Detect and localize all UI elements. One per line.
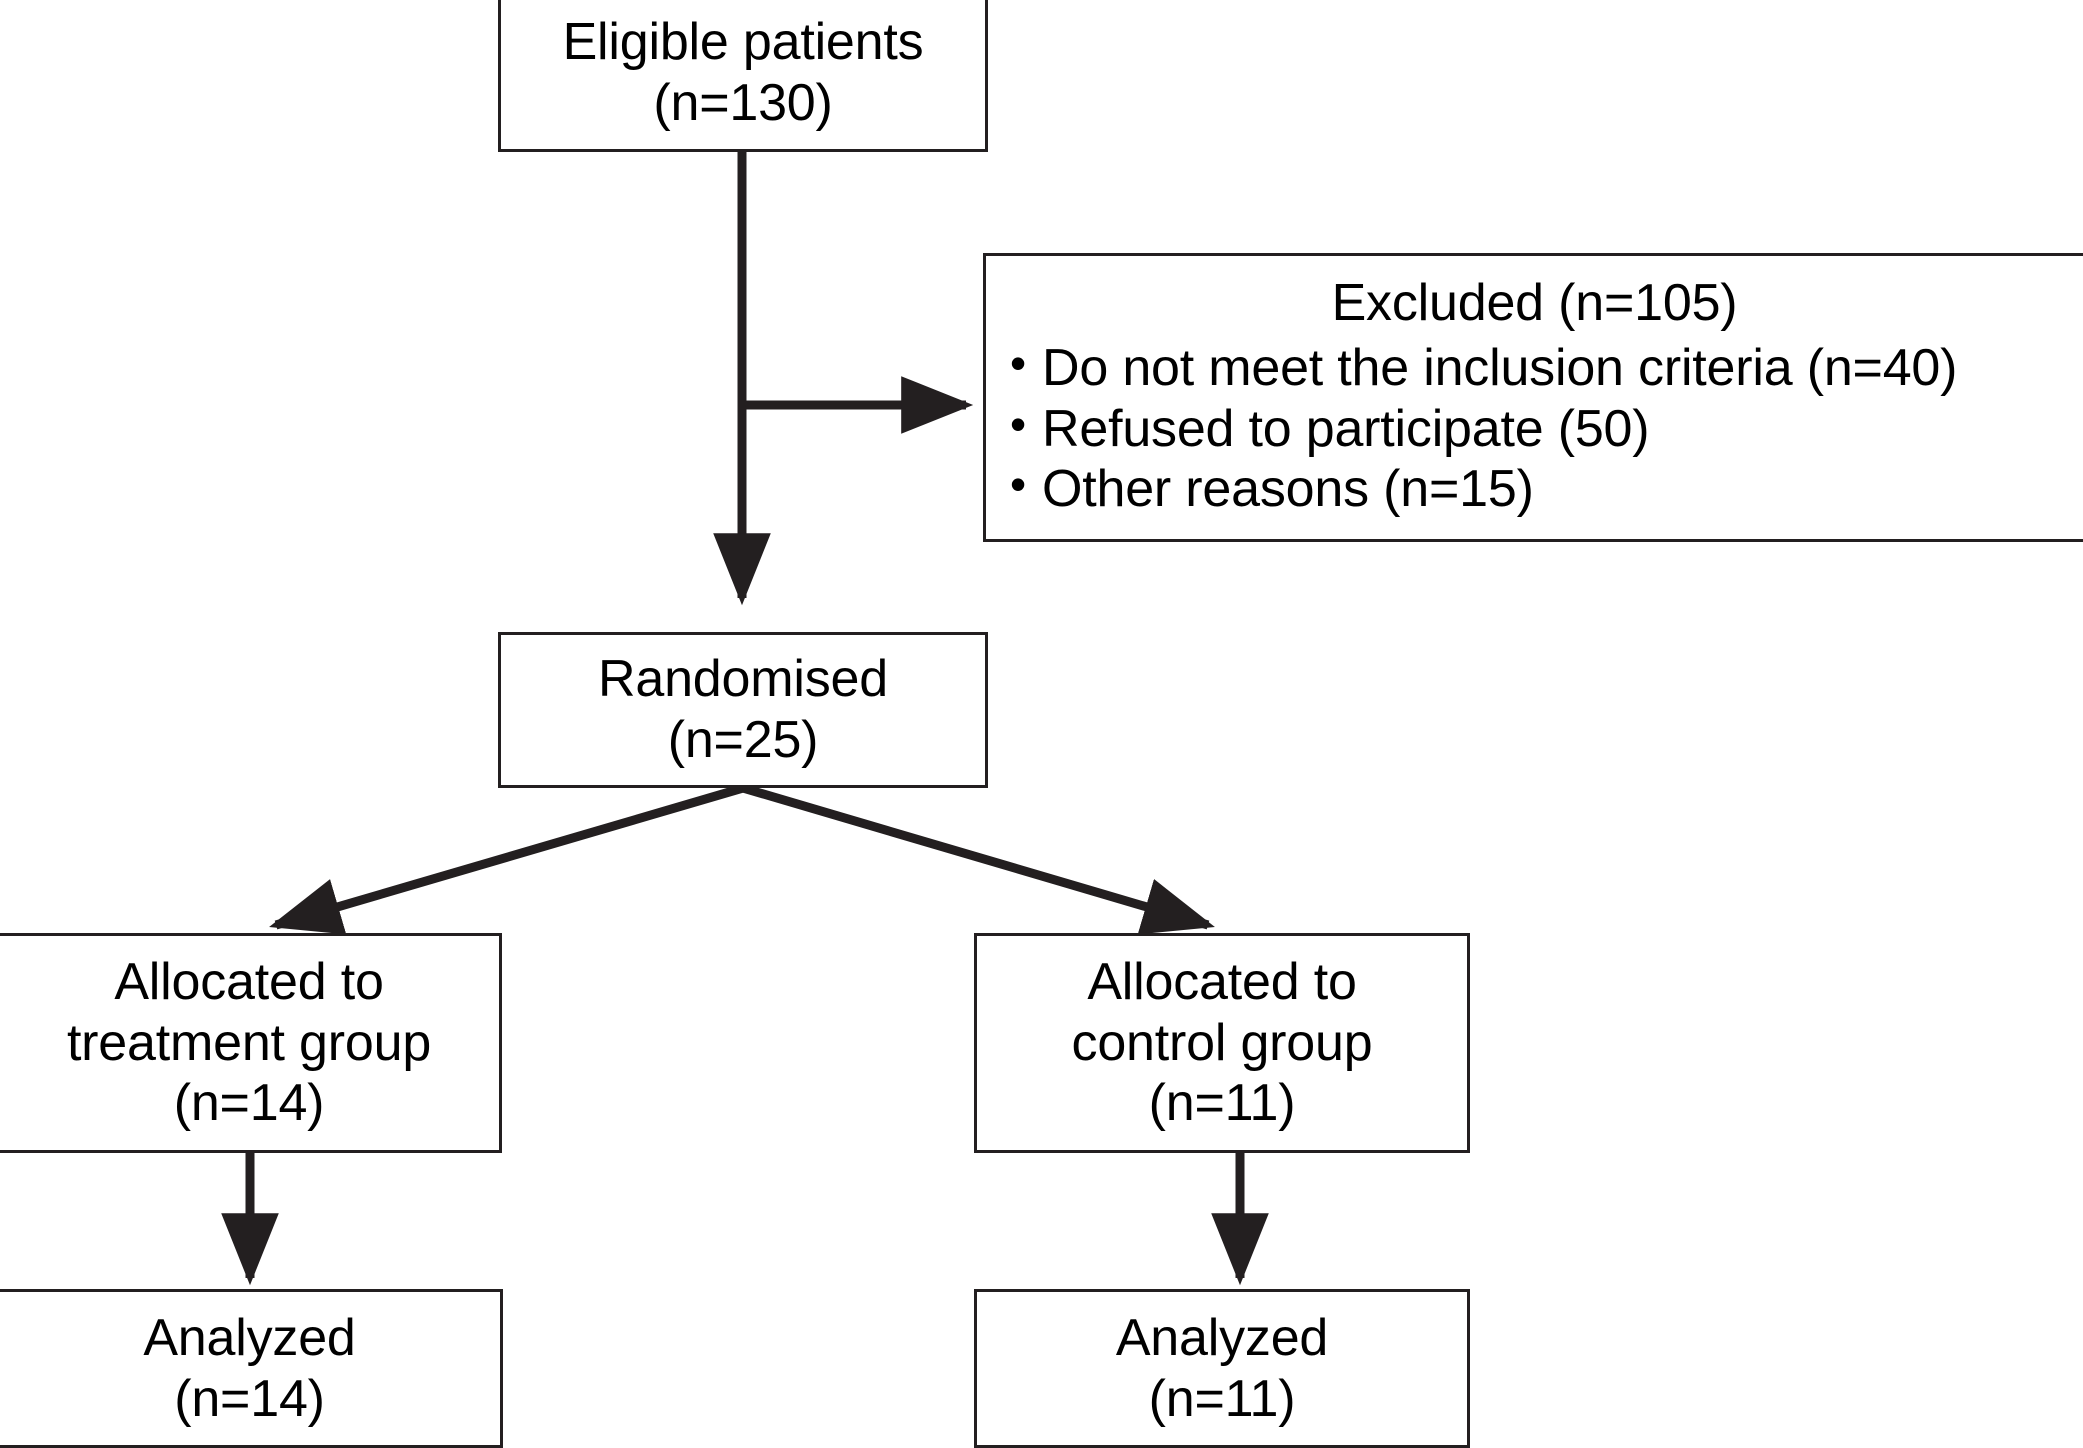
node-analyzed-control-line2: (n=11): [1148, 1369, 1296, 1428]
node-allocated-control-line2: control group: [1071, 1013, 1373, 1072]
node-excluded-heading: Excluded (n=105): [1331, 273, 1738, 332]
node-allocated-control-line1: Allocated to: [1087, 952, 1357, 1011]
node-allocated-control-line3: (n=11): [1148, 1074, 1296, 1133]
connector-randomised-to-allocated-treatment: [269, 783, 745, 935]
node-randomised-line1: Randomised: [598, 650, 888, 709]
node-allocated-control-group: Allocated to control group (n=11): [974, 933, 1470, 1153]
node-excluded-reason-item: Refused to participate (50): [1008, 398, 2083, 460]
node-excluded: Excluded (n=105) Do not meet the inclusi…: [983, 253, 2083, 542]
connector-randomised-to-allocated-control: [741, 783, 1215, 935]
node-randomised: Randomised (n=25): [498, 632, 988, 788]
node-eligible-patients: Eligible patients (n=130): [498, 0, 988, 152]
node-allocated-treatment-line3: (n=14): [173, 1074, 325, 1133]
node-eligible-line1: Eligible patients: [562, 13, 924, 72]
node-analyzed-treatment-line1: Analyzed: [143, 1308, 356, 1367]
node-excluded-reason-list: Do not meet the inclusion criteria (n=40…: [986, 337, 2083, 520]
node-allocated-treatment-line2: treatment group: [66, 1013, 432, 1072]
node-analyzed-treatment-line2: (n=14): [174, 1369, 325, 1428]
node-analyzed-control: Analyzed (n=11): [974, 1289, 1470, 1448]
node-analyzed-control-line1: Analyzed: [1115, 1308, 1329, 1367]
node-analyzed-treatment: Analyzed (n=14): [0, 1289, 503, 1448]
node-excluded-reason-item: Do not meet the inclusion criteria (n=40…: [1008, 337, 2083, 399]
node-excluded-reason-item: Other reasons (n=15): [1008, 458, 2083, 520]
node-randomised-line2: (n=25): [667, 711, 819, 769]
node-allocated-treatment-group: Allocated to treatment group (n=14): [0, 933, 502, 1153]
node-eligible-line2: (n=130): [653, 74, 833, 132]
node-allocated-treatment-line1: Allocated to: [114, 952, 384, 1011]
